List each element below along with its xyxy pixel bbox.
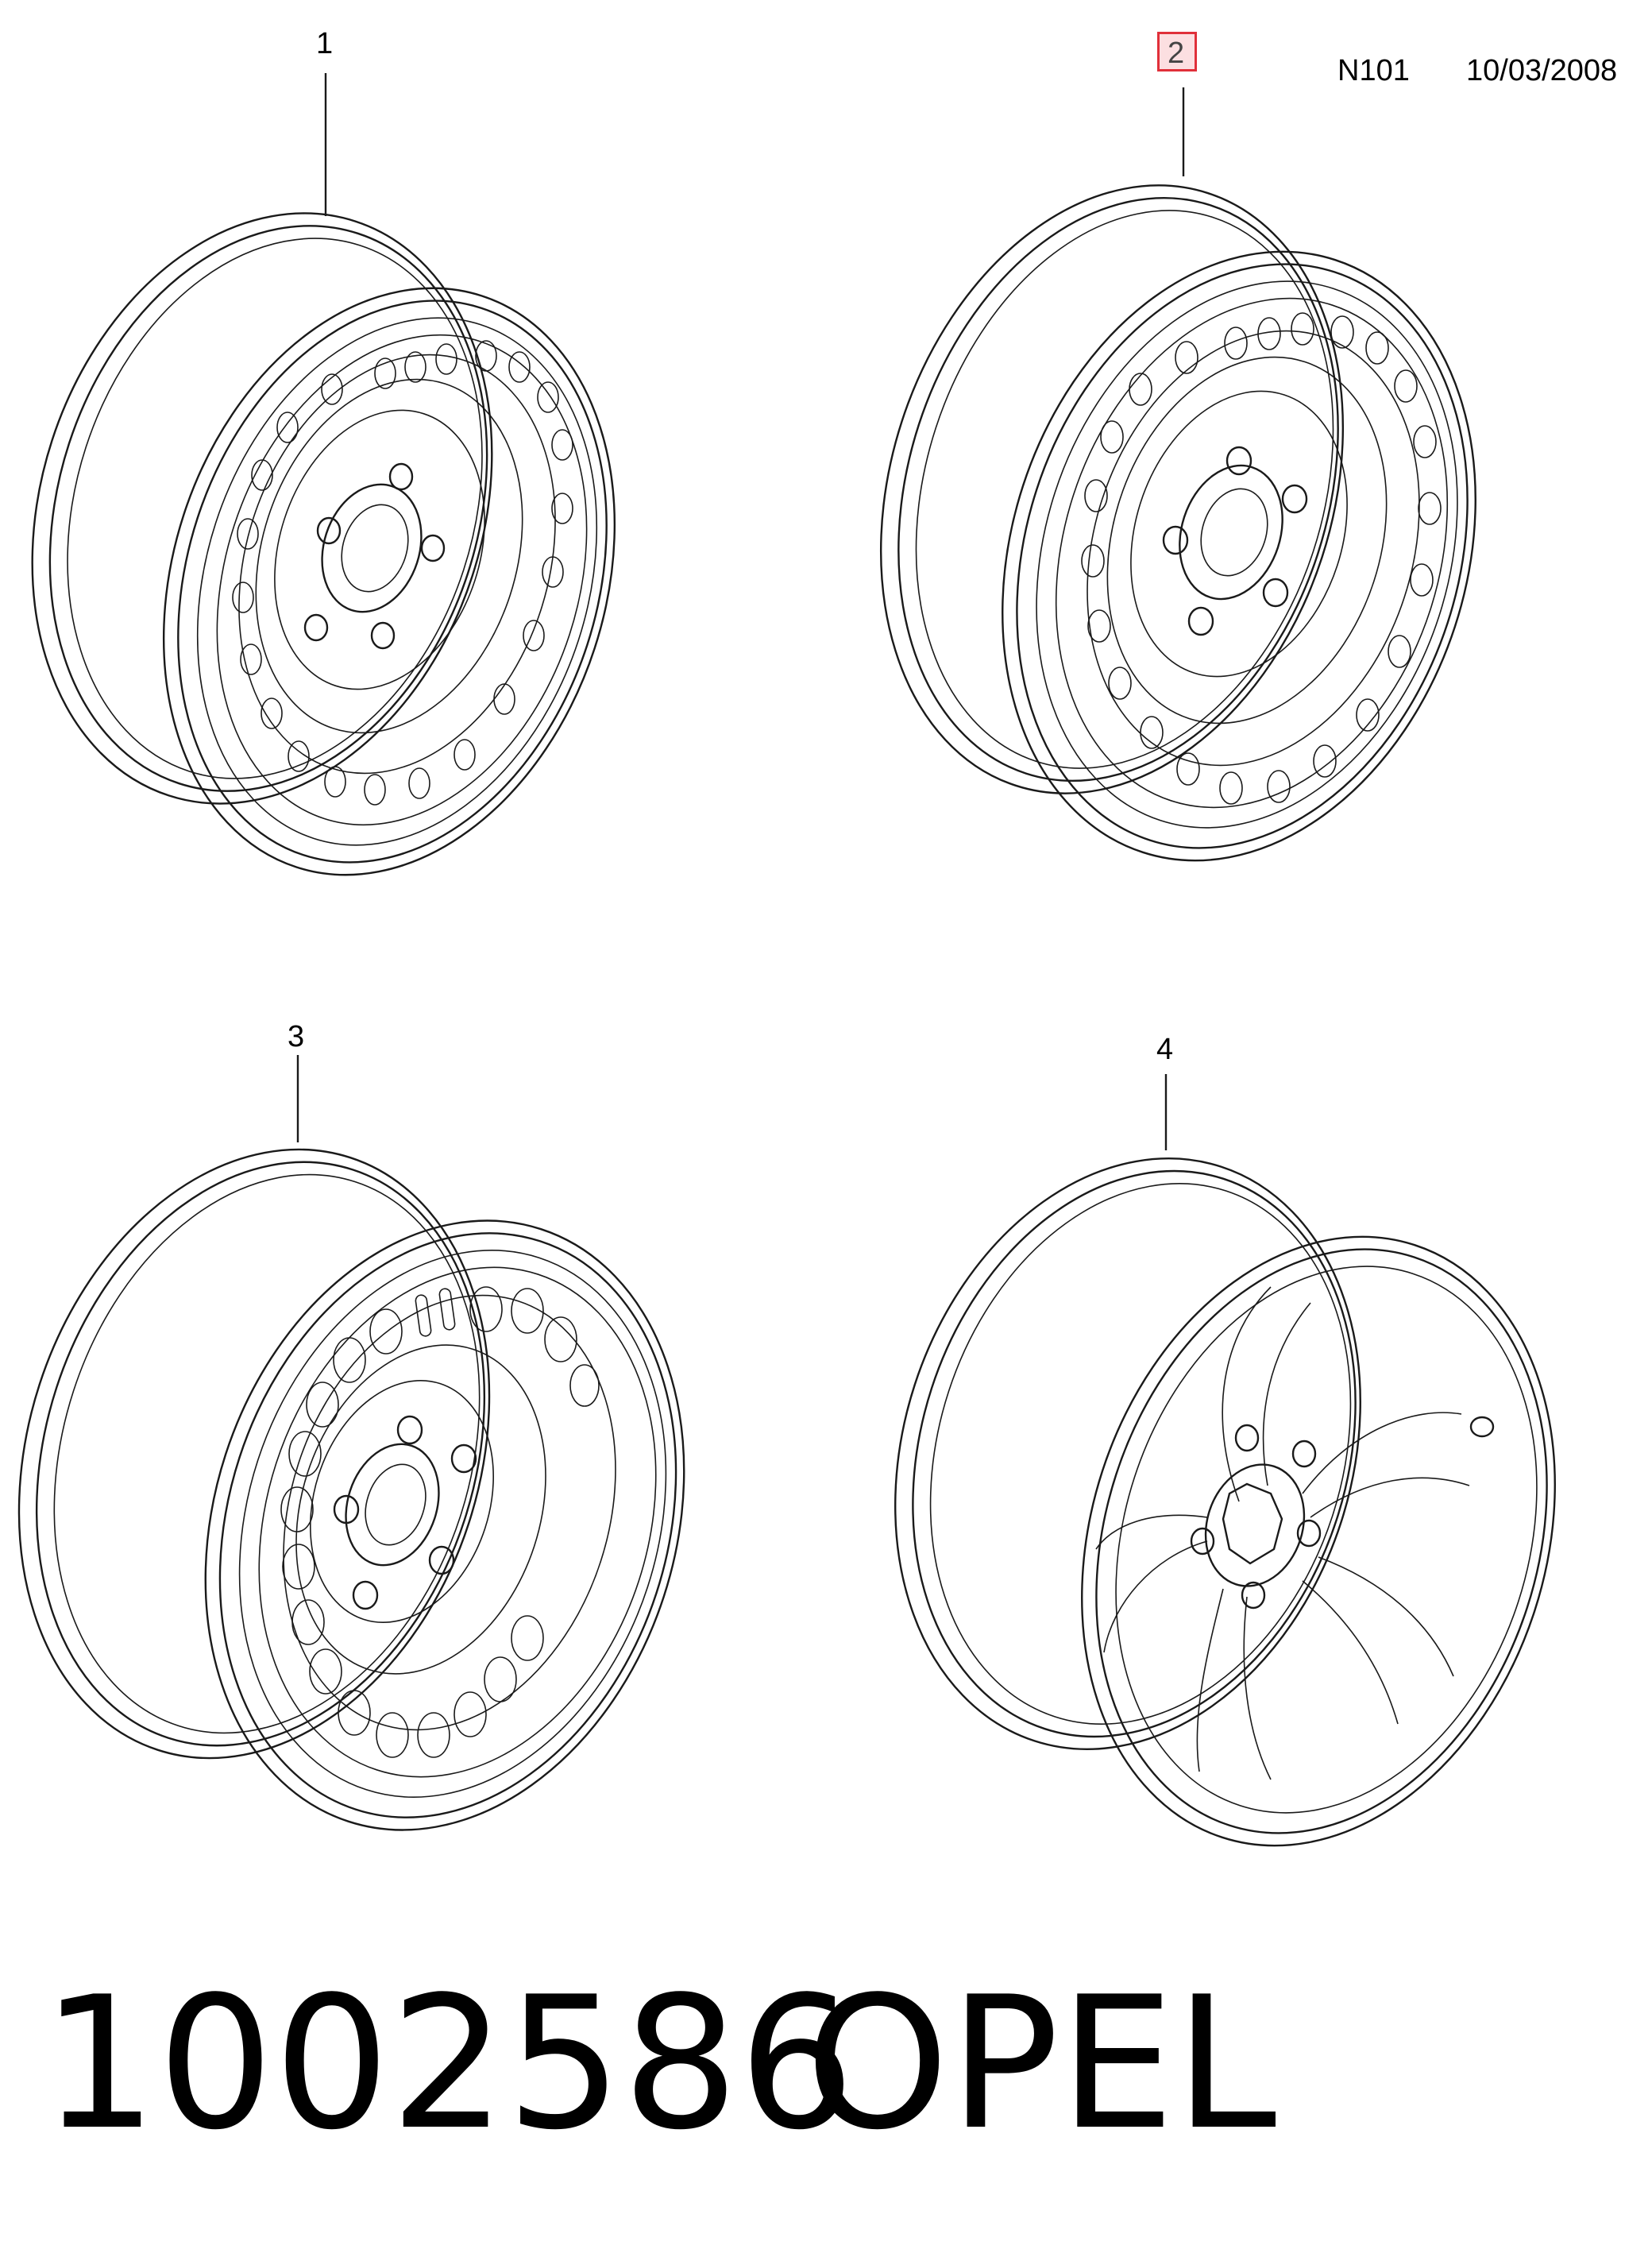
brand-name: OPEL — [805, 1958, 1277, 2170]
callout-4[interactable]: 4 — [1156, 1033, 1174, 1066]
wheel-2-front-rim — [1002, 250, 1476, 862]
wheel-3-disc — [283, 1294, 616, 1731]
part-number: 1002586 — [41, 1958, 855, 2170]
wheel-4[interactable] — [821, 1097, 1631, 1907]
wheel-1-lug-holes — [303, 462, 446, 650]
wheel-4-valve-stem — [1469, 1416, 1495, 1438]
wheel-1-back-rim — [31, 212, 493, 805]
wheel-2-back-rim — [879, 184, 1345, 794]
wheel-1-vent-holes — [232, 340, 573, 806]
wheel-1-front-rim — [162, 287, 616, 876]
wheel-3-lug-holes — [333, 1415, 477, 1610]
wheel-3[interactable] — [0, 1088, 760, 1892]
callout-2[interactable]: 2 — [1168, 37, 1185, 70]
diagram-code: N101 — [1337, 54, 1410, 87]
wheel-4-spokes — [1095, 1286, 1470, 1780]
wheel-4-front-rim — [1081, 1235, 1556, 1847]
wheel-2-vent-holes — [1081, 312, 1442, 805]
wheel-4-back-rim — [894, 1157, 1361, 1750]
wheel-4-hub — [1190, 1424, 1322, 1610]
wheel-2[interactable] — [805, 125, 1551, 922]
wheel-3-front-rim — [204, 1219, 685, 1831]
diagram-date: 10/03/2008 — [1466, 54, 1618, 87]
wheel-3-back-rim — [17, 1148, 491, 1760]
wheel-3-vent-holes — [280, 1286, 600, 1758]
wheel-2-disc — [1087, 330, 1420, 767]
callout-3[interactable]: 3 — [288, 1020, 305, 1053]
wheel-2-lug-holes — [1162, 446, 1308, 636]
callout-1[interactable]: 1 — [316, 27, 334, 60]
callout-2-highlight — [1157, 32, 1197, 71]
wheel-1[interactable] — [0, 153, 687, 934]
